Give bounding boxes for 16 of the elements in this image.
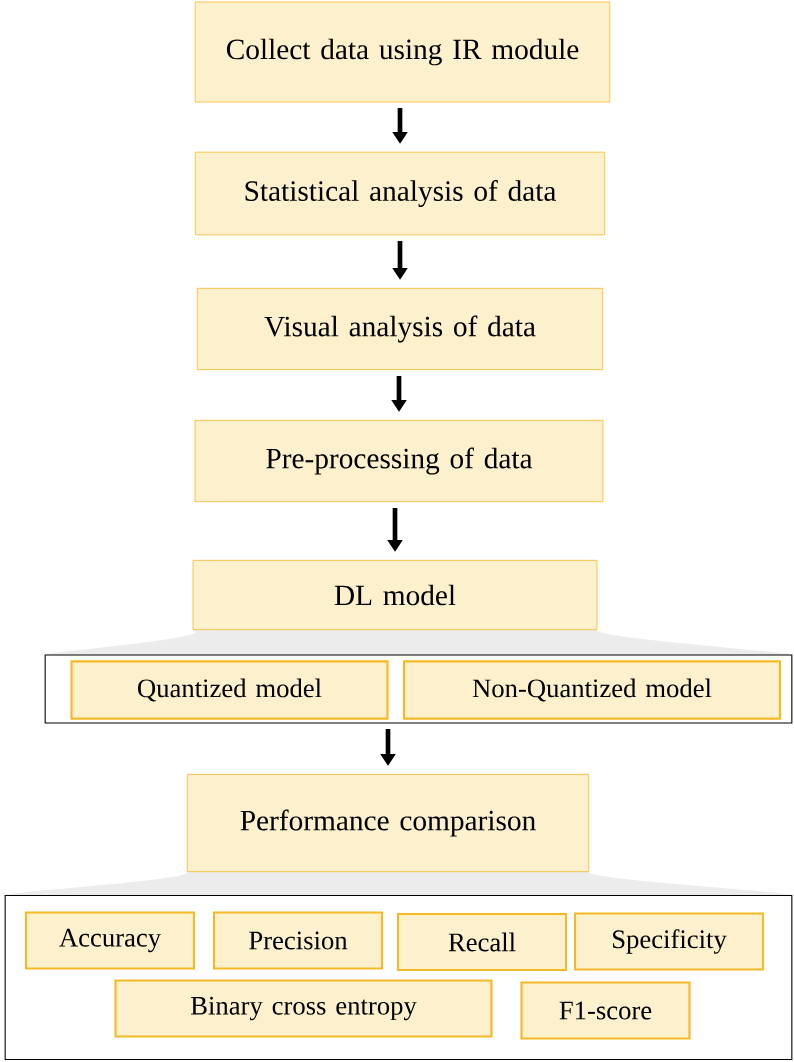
process-box: Recall <box>396 912 568 972</box>
process-box: F1-score <box>520 981 691 1040</box>
group-frame <box>44 654 793 724</box>
process-box: Accuracy <box>24 911 196 970</box>
process-box: Specificity <box>573 912 765 971</box>
process-box: Statistical analysis of data <box>194 151 606 236</box>
process-box: Precision <box>212 911 384 970</box>
process-box: Binary cross entropy <box>114 979 493 1038</box>
process-box: Visual analysis of data <box>196 287 604 371</box>
process-box: DL model <box>192 559 598 631</box>
group-frame <box>4 894 793 1061</box>
process-box: Pre-processing of data <box>194 419 604 503</box>
process-box: Quantized model <box>70 660 389 720</box>
process-box: Performance comparison <box>186 773 590 873</box>
process-box: Non-Quantized model <box>402 660 782 720</box>
process-box: Collect data using IR module <box>194 1 611 103</box>
